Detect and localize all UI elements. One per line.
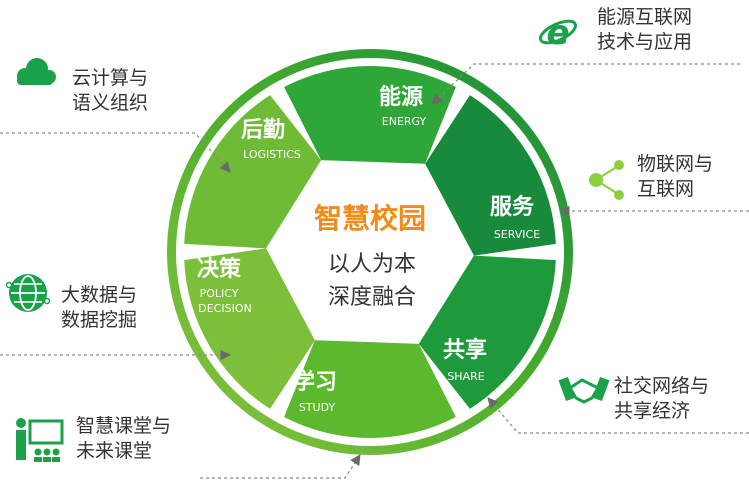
tech-label-line: 社交网络与 [614,375,710,397]
tech-label-line: 大数据与 [61,284,138,306]
tech-label-line: 共享经济 [614,400,691,422]
connector-energy [431,63,740,105]
tech-label-cloud: 云计算与 语义组织 [72,66,148,116]
tech-label-classroom: 智慧课堂与 未来课堂 [76,414,171,464]
internet-explorer-icon: e [538,13,578,53]
segment-label-energy: 能源 [379,84,423,110]
center-hexagon [270,163,470,341]
center-line-2: 深度融合 [328,285,416,310]
segment-sublabel-energy: ENERGY [382,115,427,128]
center-line-1: 以人为本 [328,252,416,277]
teacher-classroom-icon [16,418,64,462]
segment-policy [184,248,315,409]
segment-label-policy: 决策 [197,256,242,282]
center-title: 智慧校园 [314,202,426,235]
tech-label-line: 互联网 [637,178,695,200]
segment-label-study: 学习 [293,369,337,395]
tech-label-line: 未来课堂 [76,440,153,462]
segment-sublabel-study: STUDY [299,401,336,414]
network-nodes-icon [589,160,624,200]
svg-text:e: e [546,13,569,53]
segment-sublabel-share: SHARE [447,370,484,383]
segment-share [418,255,556,409]
tech-label-social: 社交网络与 共享经济 [614,374,709,424]
tech-label-line: 语义组织 [72,92,149,114]
connector-classroom [200,454,361,479]
segment-label-logistics: 后勤 [241,117,285,143]
handshake-icon [558,376,610,404]
tech-label-line: 数据挖掘 [61,309,138,331]
tech-label-line: 物联网与 [637,153,714,175]
segment-energy [284,66,456,164]
tech-label-energy-internet: 能源互联网 技术与应用 [597,5,692,55]
cloud-icon [17,58,56,85]
big-data-globe-icon [5,274,51,312]
tech-label-line: 云计算与 [72,67,149,89]
segment-logistics [184,95,322,249]
connector-cloud [0,132,231,173]
tech-label-line: 智慧课堂与 [76,415,172,437]
tech-label-line: 技术与应用 [597,31,693,53]
segment-label-share: 共享 [443,337,487,363]
tech-label-bigdata: 大数据与 数据挖掘 [61,283,137,333]
segment-sublabel-service: SERVICE [494,228,540,241]
segment-sublabel-policy-1: POLICY [200,287,239,300]
segment-sublabel-policy-2: DECISION [198,302,251,315]
segment-sublabel-logistics: LOGISTICS [243,148,301,161]
tech-label-iot: 物联网与 互联网 [637,152,713,202]
segment-label-service: 服务 [490,195,535,220]
segment-service [425,95,556,256]
tech-label-line: 能源互联网 [597,6,693,28]
connector-social [487,397,749,434]
segment-study [284,340,456,438]
